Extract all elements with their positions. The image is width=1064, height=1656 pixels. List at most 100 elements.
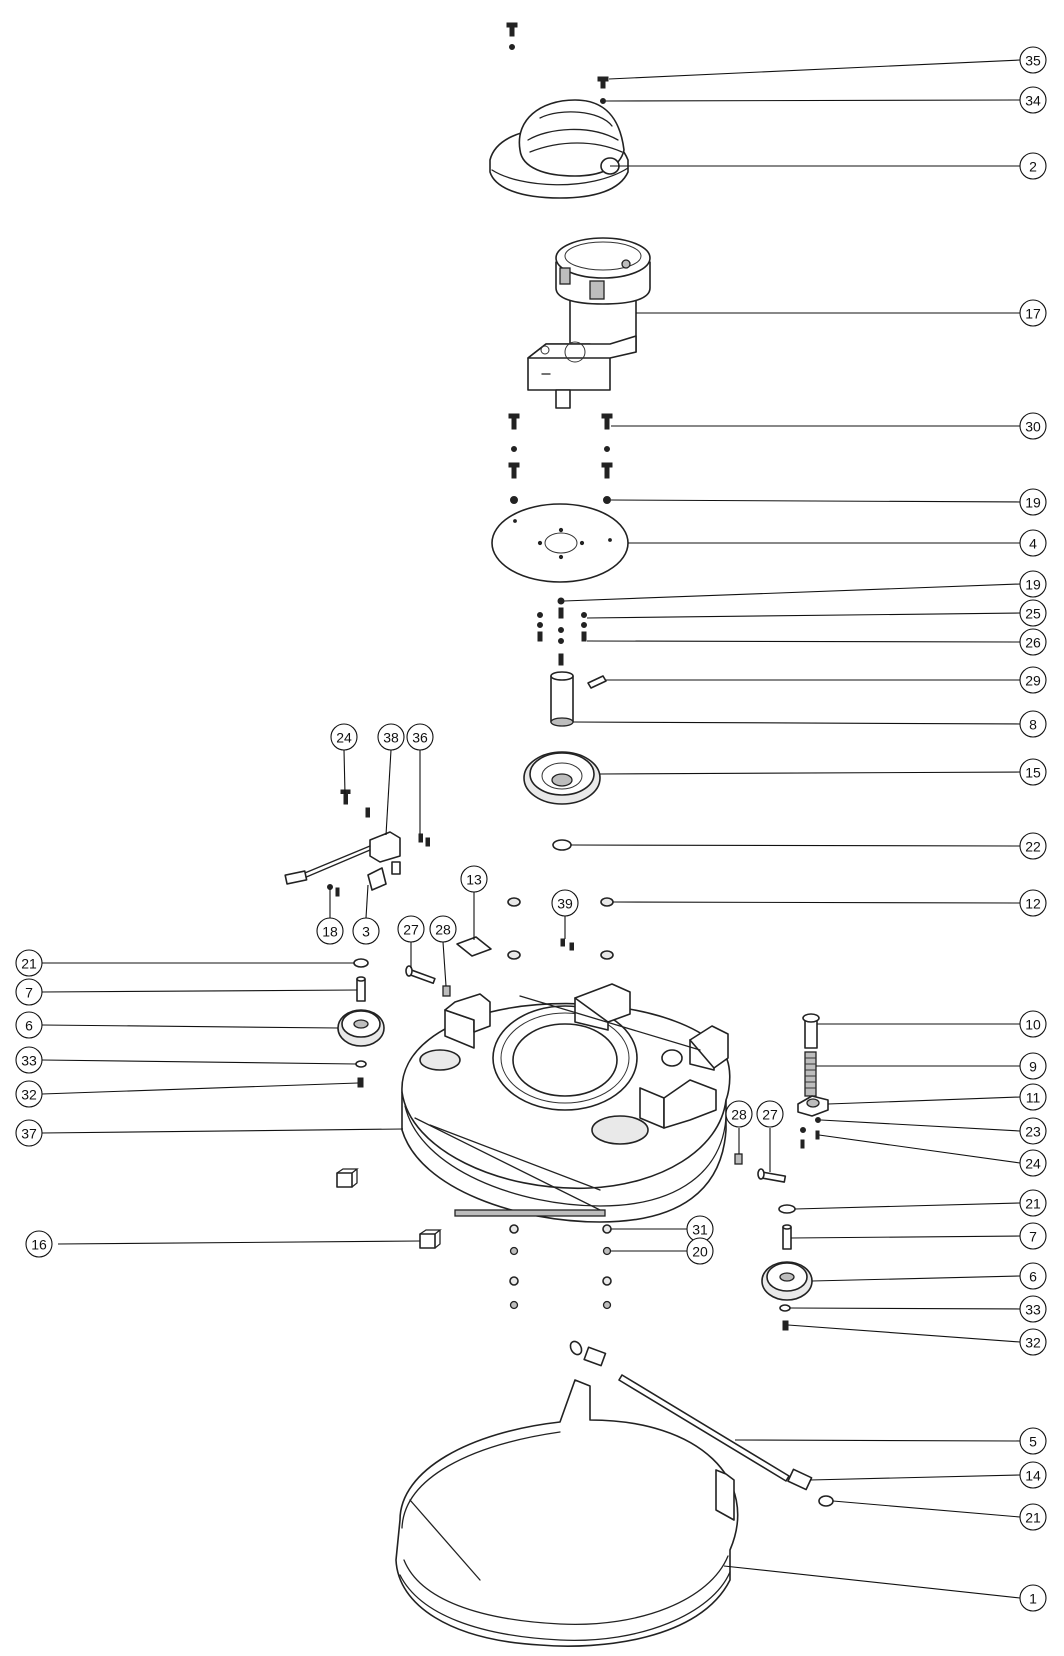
callout-number: 28 — [435, 922, 451, 938]
callout-circle — [1019, 152, 1047, 180]
callout-32: 32 — [1019, 1328, 1047, 1356]
callout-circle — [1019, 1328, 1047, 1356]
callout-27: 27 — [756, 1100, 784, 1128]
callout-balloons: 3534217301941925262981522121091123242176… — [15, 46, 1047, 1612]
callout-number: 3 — [362, 924, 370, 940]
callout-24: 24 — [330, 723, 358, 751]
callout-circle — [15, 1080, 43, 1108]
motor-17 — [527, 237, 651, 409]
callout-number: 17 — [1025, 306, 1041, 322]
callout-circle — [686, 1237, 714, 1265]
callout-35: 35 — [1019, 46, 1047, 74]
callout-circle — [1019, 599, 1047, 627]
callout-number: 20 — [692, 1244, 708, 1260]
callout-circle — [1019, 1295, 1047, 1323]
callout-37: 37 — [15, 1119, 43, 1147]
callout-31: 31 — [686, 1215, 714, 1243]
callout-circle — [1019, 299, 1047, 327]
callout-number: 27 — [762, 1107, 778, 1123]
callout-number: 24 — [1025, 1156, 1041, 1172]
callout-circle — [756, 1100, 784, 1128]
callout-circle — [406, 723, 434, 751]
callout-8: 8 — [1019, 710, 1047, 738]
callout-circle — [1019, 710, 1047, 738]
grommets-12 — [507, 897, 614, 960]
callout-circle — [377, 723, 405, 751]
callout-4: 4 — [1019, 529, 1047, 557]
callout-circle — [1019, 1117, 1047, 1145]
hardware-19-25-26 — [537, 597, 587, 666]
callout-circle — [1019, 1461, 1047, 1489]
callout-number: 37 — [21, 1126, 37, 1142]
callout-38: 38 — [377, 723, 405, 751]
callout-circle — [15, 949, 43, 977]
callout-number: 31 — [692, 1222, 708, 1238]
callout-number: 4 — [1029, 536, 1037, 552]
callout-number: 32 — [1025, 1335, 1041, 1351]
callout-number: 21 — [1025, 1196, 1041, 1212]
callout-circle — [1019, 1083, 1047, 1111]
callout-circle — [15, 1011, 43, 1039]
callout-number: 29 — [1025, 673, 1041, 689]
callout-number: 21 — [21, 956, 37, 972]
top-screw — [506, 22, 518, 50]
switch-assembly-38 — [284, 789, 430, 897]
callout-1: 1 — [1019, 1584, 1047, 1612]
callout-number: 38 — [383, 730, 399, 746]
callout-number: 7 — [1029, 1229, 1037, 1245]
callout-number: 21 — [1025, 1510, 1041, 1526]
screws-30 — [508, 413, 613, 479]
callout-27: 27 — [397, 915, 425, 943]
base-housing-37 — [401, 983, 731, 1223]
callout-6: 6 — [15, 1011, 43, 1039]
callout-12: 12 — [1019, 889, 1047, 917]
callout-circle — [25, 1230, 53, 1258]
callout-number: 35 — [1025, 53, 1041, 69]
callout-number: 30 — [1025, 419, 1041, 435]
callout-26: 26 — [1019, 628, 1047, 656]
pin-29 — [587, 675, 607, 689]
callout-28: 28 — [429, 915, 457, 943]
callout-circle — [1019, 412, 1047, 440]
callout-3: 3 — [352, 917, 380, 945]
rod-and-bushings — [569, 1340, 834, 1507]
callout-circle — [725, 1100, 753, 1128]
callout-number: 8 — [1029, 717, 1037, 733]
callout-2: 2 — [1019, 152, 1047, 180]
callout-circle — [397, 915, 425, 943]
callout-21: 21 — [1019, 1189, 1047, 1217]
callout-circle — [1019, 832, 1047, 860]
washer-34 — [600, 98, 606, 104]
callout-7: 7 — [15, 978, 43, 1006]
callout-circle — [1019, 758, 1047, 786]
callout-18: 18 — [316, 917, 344, 945]
callout-number: 33 — [21, 1053, 37, 1069]
bolt-27-right — [734, 1153, 787, 1183]
callout-17: 17 — [1019, 299, 1047, 327]
screw-35 — [597, 76, 609, 89]
callout-circle — [1019, 1149, 1047, 1177]
callout-11: 11 — [1019, 1083, 1047, 1111]
callout-number: 18 — [322, 924, 338, 940]
callout-6: 6 — [1019, 1262, 1047, 1290]
callout-number: 9 — [1029, 1059, 1037, 1075]
callout-22: 22 — [1019, 832, 1047, 860]
screws-39 — [560, 938, 574, 951]
callout-circle — [1019, 1503, 1047, 1531]
leader-lines — [41, 59, 1021, 1599]
callout-15: 15 — [1019, 758, 1047, 786]
callout-number: 1 — [1029, 1591, 1037, 1607]
callout-number: 19 — [1025, 495, 1041, 511]
callout-number: 5 — [1029, 1434, 1037, 1450]
callout-number: 6 — [25, 1018, 33, 1034]
callout-number: 2 — [1029, 159, 1037, 175]
callout-number: 15 — [1025, 765, 1041, 781]
callout-19: 19 — [1019, 570, 1047, 598]
callout-number: 24 — [336, 730, 352, 746]
callout-number: 13 — [466, 872, 482, 888]
callout-13: 13 — [460, 865, 488, 893]
callout-7: 7 — [1019, 1222, 1047, 1250]
callout-36: 36 — [406, 723, 434, 751]
callout-number: 12 — [1025, 896, 1041, 912]
